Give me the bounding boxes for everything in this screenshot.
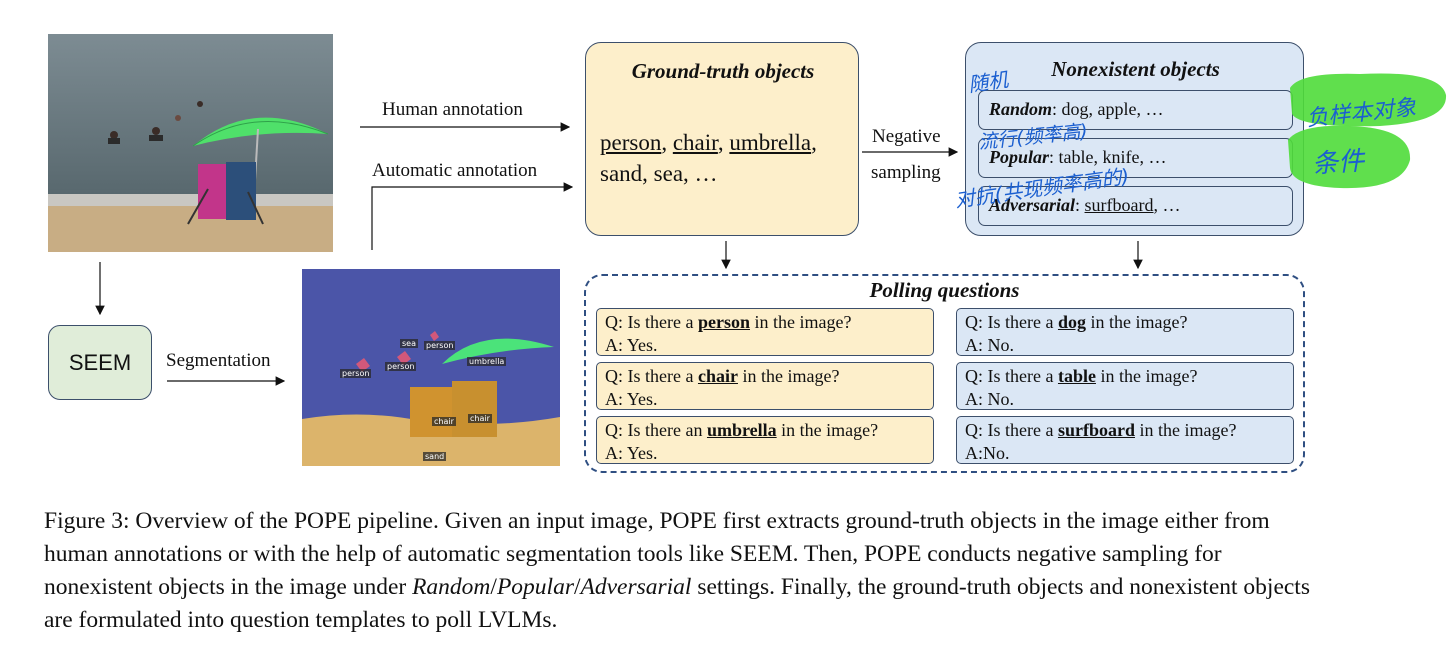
handwriting-random-note: 随机 [966, 67, 1010, 97]
popular-setting-objects: : table, knife, … [1049, 147, 1167, 167]
q-suffix: in the image? [1134, 420, 1237, 440]
caption-slash-1: / [490, 574, 497, 600]
figure-caption: Figure 3: Overview of the POPE pipeline.… [44, 505, 1314, 637]
seg-label-sea: sea [400, 339, 418, 348]
gt-object-person: person [600, 130, 662, 155]
q-prefix: Q: Is there a [605, 312, 698, 332]
poll-question-umbrella: Q: Is there an umbrella in the image? A:… [596, 416, 934, 464]
answer: A: Yes. [605, 443, 658, 463]
answer: A: Yes. [605, 335, 658, 355]
q-suffix: in the image? [749, 312, 852, 332]
segmentation-output-image: sea person person person umbrella chair … [302, 269, 560, 466]
q-prefix: Q: Is there a [965, 366, 1058, 386]
seem-model-box: SEEM [48, 325, 152, 400]
q-object: surfboard [1057, 420, 1135, 440]
seg-label-person-3: person [385, 362, 417, 371]
caption-part-1: Figure 3: Overview of the POPE pipeline.… [44, 508, 1270, 600]
gt-object-umbrella: umbrella [729, 130, 812, 155]
q-object: table [1057, 366, 1096, 386]
q-object: person [697, 312, 750, 332]
q-prefix: Q: Is there a [605, 366, 698, 386]
green-highlight-2 [1288, 125, 1411, 189]
nonexistent-row-random: Random: dog, apple, … [978, 90, 1293, 130]
q-suffix: in the image? [776, 420, 879, 440]
answer: A: Yes. [605, 389, 658, 409]
ground-truth-objects-box: Ground-truth objects person, chair, umbr… [585, 42, 859, 236]
green-highlight-1 [1290, 73, 1447, 127]
gt-object-chair: chair [672, 130, 718, 155]
segmentation-label: Segmentation [166, 350, 271, 371]
nonexistent-row-popular: Popular: table, knife, … [978, 138, 1293, 178]
automatic-annotation-arrow [371, 182, 574, 250]
negative-label: Negative [872, 126, 941, 147]
seg-label-chair-2: chair [468, 414, 492, 423]
q-prefix: Q: Is there an [605, 420, 707, 440]
poll-question-person: Q: Is there a person in the image? A: Ye… [596, 308, 934, 356]
input-beach-photo [48, 34, 333, 252]
q-suffix: in the image? [1085, 312, 1188, 332]
automatic-annotation-label: Automatic annotation [372, 160, 538, 181]
seem-label: SEEM [68, 349, 132, 375]
q-suffix: in the image? [737, 366, 840, 386]
polling-questions-title: Polling questions [869, 278, 1020, 302]
q-prefix: Q: Is there a [965, 420, 1058, 440]
seg-label-person-1: person [424, 341, 456, 350]
polling-questions-frame [584, 274, 1305, 473]
ground-truth-list: person, chair, umbrella, sand, sea, … [600, 127, 852, 189]
q-object: umbrella [706, 420, 777, 440]
caption-part-2: settings. Finally, the ground-truth obje… [44, 574, 1310, 633]
seg-label-sand: sand [423, 452, 447, 461]
gt-sep-3: , [811, 130, 817, 155]
nonexistent-objects-box: Nonexistent objects Random: dog, apple, … [965, 42, 1304, 236]
answer: A:No. [965, 443, 1010, 463]
popular-setting-name: Popular [989, 147, 1050, 167]
q-object: dog [1057, 312, 1086, 332]
seg-label-umbrella: umbrella [467, 357, 507, 366]
poll-question-table: Q: Is there a table in the image? A: No. [956, 362, 1294, 410]
answer: A: No. [965, 389, 1014, 409]
poll-question-chair: Q: Is there a chair in the image? A: Yes… [596, 362, 934, 410]
q-prefix: Q: Is there a [965, 312, 1058, 332]
seg-label-chair-1: chair [432, 417, 456, 426]
handwriting-green-note-2: 条件 [1311, 146, 1366, 180]
caption-slash-2: / [573, 574, 581, 600]
adversarial-setting-rest: , … [1153, 195, 1181, 215]
seg-label-person-2: person [340, 369, 372, 378]
gt-object-rest: sand, sea, … [600, 161, 718, 186]
answer: A: No. [965, 335, 1014, 355]
gt-sep-1: , [661, 130, 668, 155]
random-setting-objects: : dog, apple, … [1052, 99, 1164, 119]
caption-random: Random [412, 574, 491, 600]
poll-question-surfboard: Q: Is there a surfboard in the image? A:… [956, 416, 1294, 464]
q-object: chair [697, 366, 738, 386]
gt-sep-2: , [717, 130, 724, 155]
sampling-label: sampling [871, 162, 941, 183]
random-setting-name: Random [989, 99, 1053, 119]
nonexistent-row-adversarial: Adversarial: surfboard, … [978, 186, 1293, 226]
adversarial-prefix: : [1075, 195, 1085, 215]
adversarial-object-surfboard: surfboard [1084, 195, 1154, 215]
adversarial-setting-name: Adversarial [989, 195, 1076, 215]
caption-popular: Popular [496, 574, 574, 600]
caption-adversarial: Adversarial [580, 574, 692, 600]
q-suffix: in the image? [1095, 366, 1198, 386]
ground-truth-title: Ground-truth objects [631, 59, 815, 83]
human-annotation-label: Human annotation [382, 99, 523, 120]
nonexistent-title: Nonexistent objects [1051, 57, 1220, 81]
poll-question-dog: Q: Is there a dog in the image? A: No. [956, 308, 1294, 356]
